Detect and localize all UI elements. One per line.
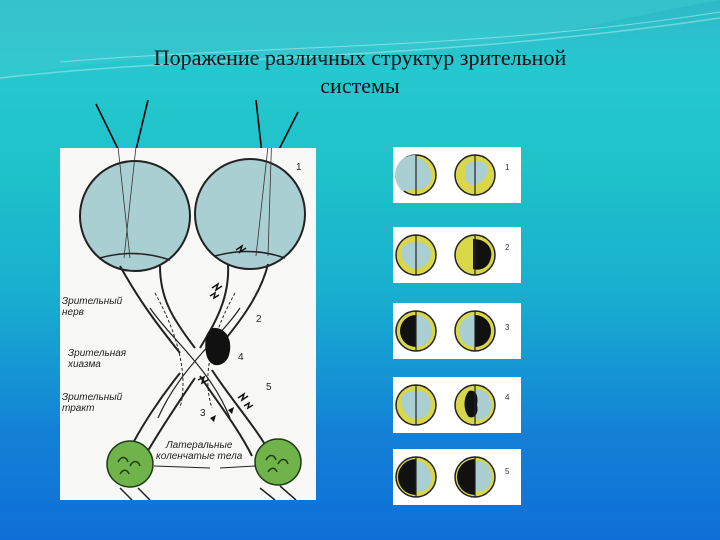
lgn-right [255,439,301,485]
visual-field-row-1: 1 [393,147,521,203]
field-row-number: 1 [505,163,509,172]
lesion-number: 1 [296,162,302,173]
visual-field-row-3: 3 [393,303,521,359]
lesion-number: 3 [200,408,206,419]
optic-tract-label: Зрительный тракт [62,392,122,414]
lesion-mark-2 [212,284,222,290]
visual-field-row-4: 4 [393,377,521,433]
lgn-label: Латеральные коленчатые тела [156,440,242,462]
lesion-number: 2 [256,314,262,325]
chiasm-lesion [205,328,230,365]
lesion-mark-3 [198,377,208,383]
lesion-number: 5 [266,382,272,393]
field-row-number: 2 [505,243,509,252]
lgn-left [107,441,153,487]
visual-field-row-2: 2 [393,227,521,283]
field-row-number: 4 [505,393,509,402]
optic-nerve-label: Зрительный нерв [62,296,122,318]
field-row-number: 5 [505,467,509,476]
visual-field-row-5: 5 [393,449,521,505]
left-eye [80,161,190,271]
optic-nerves [120,264,270,456]
visual-pathway-diagram: Зрительный нерв Зрительная хиазма Зрител… [60,148,316,500]
field-row-number: 3 [505,323,509,332]
optic-chiasm-label: Зрительная хиазма [68,348,126,370]
lesion-number: 4 [238,352,244,363]
right-eye [195,159,305,269]
lesion-mark-5 [238,394,248,400]
